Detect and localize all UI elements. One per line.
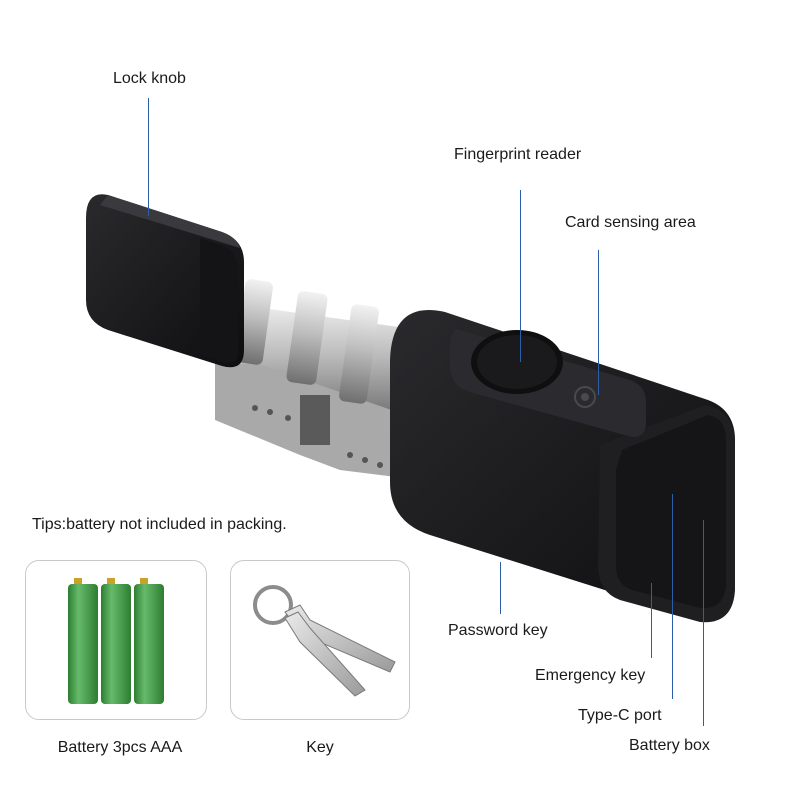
leader-card-sensing (598, 250, 599, 395)
leader-lock-knob (148, 98, 149, 216)
lock-knob (86, 194, 244, 368)
key-caption: Key (306, 739, 334, 756)
leader-fingerprint-reader (520, 190, 521, 362)
callout-fingerprint-reader: Fingerprint reader (454, 146, 582, 163)
callout-password-key: Password key (448, 622, 548, 639)
callout-type-c-port: Type-C port (578, 707, 662, 724)
battery-thumbnail-box (25, 560, 207, 720)
callout-emergency-key: Emergency key (535, 667, 646, 684)
leader-battery-box (703, 520, 704, 726)
leader-emergency-key (651, 583, 652, 658)
leader-password-key (500, 562, 501, 614)
lock-body (390, 310, 735, 623)
battery-caption: Battery 3pcs AAA (57, 739, 183, 756)
battery-tip-text: Tips:battery not included in packing. (32, 516, 287, 533)
callout-lock-knob: Lock knob (113, 70, 186, 87)
key-thumbnail-box (230, 560, 410, 720)
callout-battery-box: Battery box (629, 737, 710, 754)
leader-type-c-port (672, 494, 673, 699)
card-sensing-icon (574, 386, 596, 408)
callout-card-sensing-area: Card sensing area (565, 214, 696, 231)
